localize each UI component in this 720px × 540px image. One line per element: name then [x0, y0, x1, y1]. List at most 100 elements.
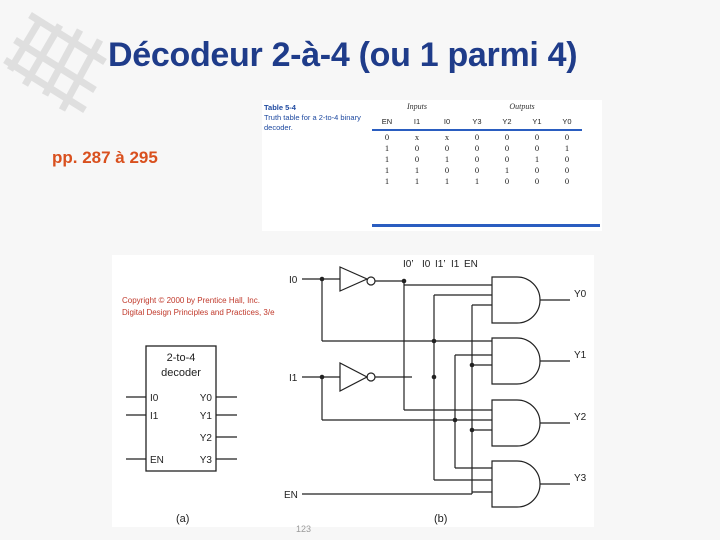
table-cell: 1 [504, 164, 510, 175]
table-cell: 0 [474, 164, 480, 175]
inverter-i1 [339, 362, 369, 392]
inverter-i0 [339, 266, 369, 292]
and-gate-y2 [491, 399, 541, 447]
table-cell: 1 [444, 153, 450, 164]
table-group-row: Inputs Outputs [372, 100, 582, 113]
block-title-2: decoder [161, 367, 201, 379]
table-cell: 0 [534, 164, 540, 175]
table-header-row: EN I1 I0 Y3 Y2 Y1 Y0 [372, 113, 582, 131]
decoder-diagram-panel: Copyright © 2000 by Prentice Hall, Inc. … [112, 255, 594, 527]
table-cell: 0 [564, 175, 570, 186]
block-input-label: I1 [150, 411, 159, 422]
output-label-y3: Y3 [574, 473, 587, 484]
table-cell: 0 [474, 131, 480, 142]
table-row: 1 0 1 0 0 1 0 [372, 153, 582, 164]
table-row: 1 0 0 0 0 0 1 [372, 142, 582, 153]
table-cell: 0 [534, 142, 540, 153]
input-label-I1: I1 [289, 373, 298, 384]
copyright-line1: Copyright © 2000 by Prentice Hall, Inc. [122, 296, 260, 305]
table-caption: Table 5-4 Truth table for a 2-to-4 binar… [264, 103, 374, 133]
table-cell: 0 [474, 142, 480, 153]
input-label-EN: EN [284, 490, 298, 501]
table-cell: 0 [384, 131, 390, 142]
output-label-y2: Y2 [574, 412, 587, 423]
output-label-y0: Y0 [574, 289, 587, 300]
table-cell: 1 [444, 175, 450, 186]
bus-label: I0’ [403, 259, 414, 270]
table-cell: x [444, 131, 450, 142]
table-cell: 0 [444, 164, 450, 175]
block-input-label: I0 [150, 393, 159, 404]
table-cell: 1 [414, 175, 420, 186]
bus-label: I0 [422, 259, 431, 270]
block-output-label: Y2 [200, 433, 213, 444]
schematic-wires [302, 266, 570, 508]
bus-label: I1’ [435, 259, 446, 270]
group-inputs: Inputs [407, 102, 427, 111]
table-row: 1 1 0 0 1 0 0 [372, 164, 582, 175]
group-outputs: Outputs [509, 102, 535, 111]
table-cell: 1 [474, 175, 480, 186]
table-cell: 0 [474, 153, 480, 164]
table-number: Table 5-4 [264, 103, 296, 112]
truth-table: Inputs Outputs EN I1 I0 Y3 Y2 Y1 Y0 0 x … [372, 100, 582, 186]
page-reference: pp. 287 à 295 [52, 148, 158, 167]
table-cell: 0 [444, 142, 450, 153]
and-gate-y3 [491, 460, 541, 508]
block-title-1: 2-to-4 [167, 352, 196, 364]
input-label-I0: I0 [289, 275, 298, 286]
block-output-label: Y3 [200, 455, 213, 466]
column-header: EN [372, 113, 402, 131]
table-cell: 0 [564, 153, 570, 164]
column-header: Y2 [492, 113, 522, 131]
bus-label: EN [464, 259, 478, 270]
table-cell: 0 [414, 153, 420, 164]
table-caption-text: Truth table for a 2-to-4 binary decoder. [264, 113, 361, 132]
table-cell: 1 [534, 153, 540, 164]
decoder-schematic: 2-to-4 decoder I0 I1 EN Y0 Y1 Y2 Y3 (a) … [126, 259, 587, 525]
and-gate-y1 [491, 337, 541, 385]
table-cell: 1 [384, 153, 390, 164]
table-cell: 0 [504, 175, 510, 186]
block-output-label: Y1 [200, 411, 213, 422]
decoder-block-box [145, 345, 217, 472]
table-cell: 0 [504, 153, 510, 164]
column-header: I0 [432, 113, 462, 131]
output-label-y1: Y1 [574, 350, 587, 361]
table-row: 0 x x 0 0 0 0 [372, 130, 582, 142]
table-cell: 0 [564, 131, 570, 142]
decoder-block-symbol [126, 345, 237, 472]
table-cell: 1 [564, 142, 570, 153]
copyright-note: Copyright © 2000 by Prentice Hall, Inc. … [122, 295, 307, 319]
table-cell: 0 [534, 175, 540, 186]
junction-dots [319, 276, 475, 433]
and-gate-y0 [491, 276, 541, 324]
table-cell: 0 [414, 142, 420, 153]
column-header: Y1 [522, 113, 552, 131]
table-cell: 0 [534, 131, 540, 142]
table-cell: 1 [384, 175, 390, 186]
column-header: Y3 [462, 113, 492, 131]
table-cell: 1 [414, 164, 420, 175]
table-cell: 0 [504, 142, 510, 153]
block-input-label: EN [150, 455, 164, 466]
table-cell: 0 [564, 164, 570, 175]
table-bottom-rule [372, 224, 600, 227]
label-b: (b) [434, 513, 447, 525]
inverter-bubble [366, 276, 376, 286]
table-cell: 1 [384, 142, 390, 153]
slide-title: Décodeur 2-à-4 (ou 1 parmi 4) [108, 36, 578, 74]
block-output-label: Y0 [200, 393, 213, 404]
table-cell: 1 [384, 164, 390, 175]
bus-label: I1 [451, 259, 460, 270]
table-cell: x [414, 131, 420, 142]
page-number: 123 [296, 524, 312, 534]
table-cell: 0 [504, 131, 510, 142]
column-header: I1 [402, 113, 432, 131]
table-row: 1 1 1 1 0 0 0 [372, 175, 582, 186]
column-header: Y0 [552, 113, 582, 131]
truth-table-panel: Table 5-4 Truth table for a 2-to-4 binar… [262, 100, 602, 231]
label-a: (a) [176, 513, 189, 525]
copyright-line2: Digital Design Principles and Practices,… [122, 308, 275, 317]
